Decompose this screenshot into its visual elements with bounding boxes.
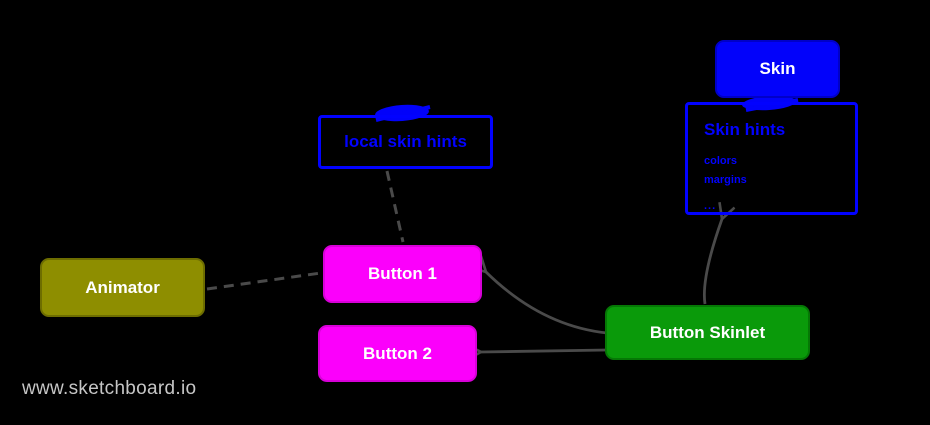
skin-hints-item-ellipsis: ... bbox=[704, 200, 717, 212]
skin-hints-item-margins: margins bbox=[704, 174, 747, 186]
node-button-2-label: Button 2 bbox=[363, 343, 432, 363]
node-skin[interactable]: Skin bbox=[715, 40, 840, 98]
node-animator-label: Animator bbox=[85, 277, 160, 297]
edge-skinlet-to-skin-hints bbox=[703, 219, 722, 305]
node-skin-label: Skin bbox=[759, 59, 796, 78]
node-local-skin-hints[interactable]: local skin hints bbox=[318, 115, 493, 169]
skin-hints-title: Skin hints bbox=[704, 120, 786, 139]
edge-local-hints-to-button1 bbox=[385, 170, 405, 243]
skin-hints-item-colors: colors bbox=[704, 155, 738, 167]
node-button-1-label: Button 1 bbox=[368, 264, 437, 283]
local-skin-hints-label: local skin hints bbox=[344, 132, 467, 151]
node-animator[interactable]: Animator bbox=[40, 258, 205, 317]
node-button-skinlet-label: Button Skinlet bbox=[649, 322, 766, 342]
sketchboard-watermark: www.sketchboard.io bbox=[22, 378, 197, 399]
node-button-2[interactable]: Button 2 bbox=[318, 325, 477, 382]
node-button-1[interactable]: Button 1 bbox=[323, 245, 482, 303]
node-skin-hints[interactable]: Skin hints colors margins ... bbox=[685, 102, 858, 215]
edge-skinlet-to-button2 bbox=[481, 350, 608, 352]
edge-animator-to-button1 bbox=[206, 271, 322, 291]
edge-skinlet-to-button1 bbox=[486, 272, 608, 335]
node-button-skinlet[interactable]: Button Skinlet bbox=[605, 305, 810, 360]
